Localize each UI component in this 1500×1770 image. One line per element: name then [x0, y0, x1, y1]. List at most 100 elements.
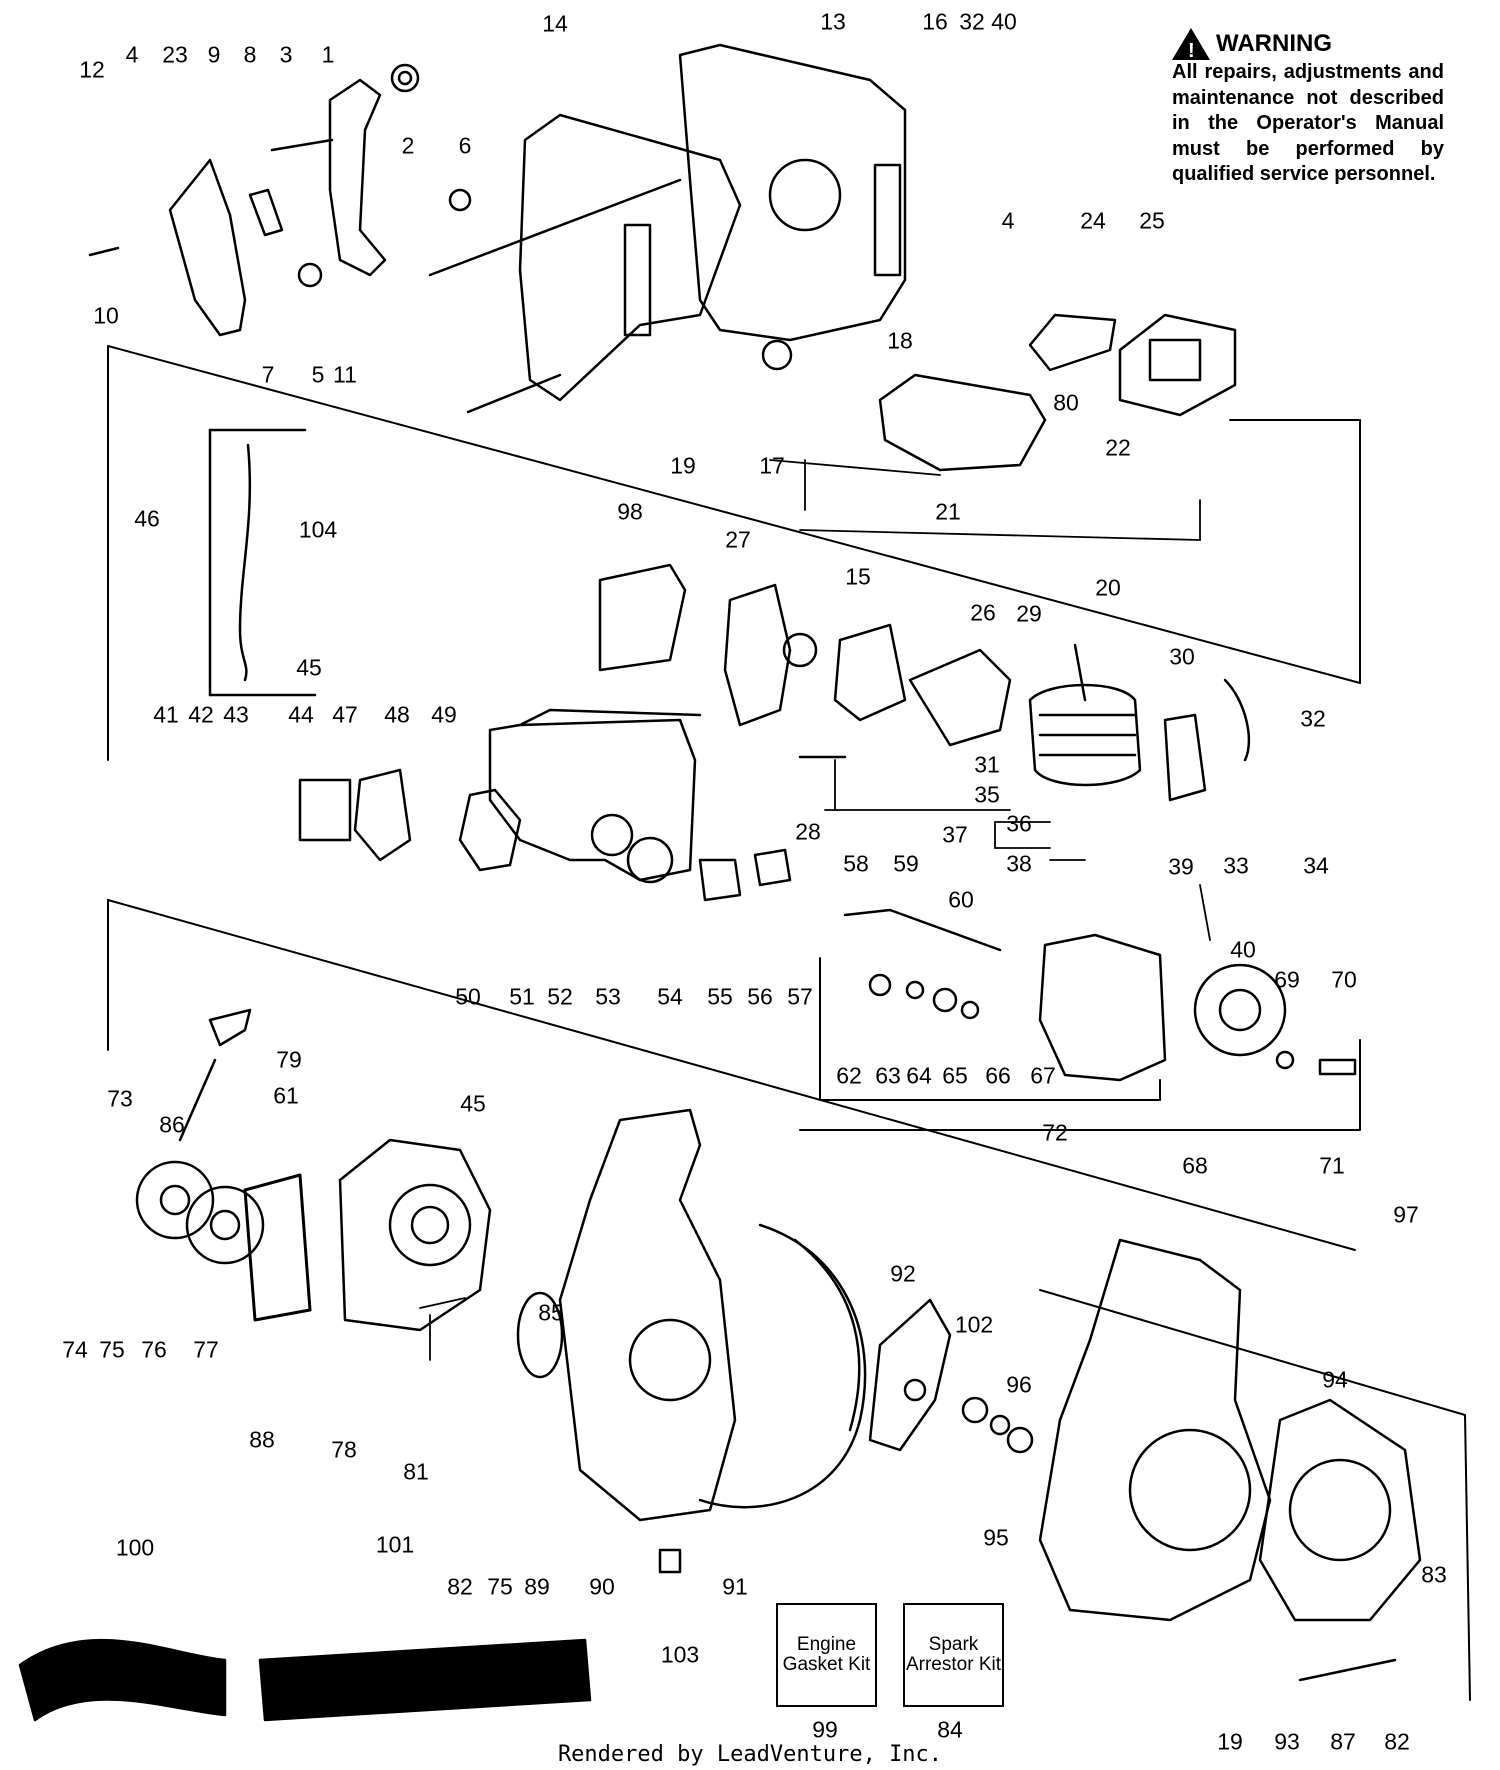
- part-number-callout[interactable]: 9: [207, 41, 221, 68]
- part-number-callout[interactable]: 60: [948, 886, 974, 913]
- part-number-callout[interactable]: 64: [906, 1062, 932, 1089]
- part-number-callout[interactable]: 54: [657, 983, 683, 1010]
- part-number-callout[interactable]: 100: [115, 1534, 155, 1561]
- part-number-callout[interactable]: 19: [1217, 1728, 1243, 1755]
- part-number-callout[interactable]: 71: [1319, 1152, 1345, 1179]
- part-number-callout[interactable]: 17: [759, 452, 785, 479]
- part-number-callout[interactable]: 42: [188, 701, 214, 728]
- part-number-callout[interactable]: 77: [193, 1336, 219, 1363]
- part-number-callout[interactable]: 40: [1230, 936, 1256, 963]
- part-number-callout[interactable]: 61: [273, 1082, 299, 1109]
- part-number-callout[interactable]: 13: [820, 8, 846, 35]
- part-number-callout[interactable]: 47: [332, 701, 358, 728]
- part-number-callout[interactable]: 26: [970, 599, 996, 626]
- part-number-callout[interactable]: 86: [159, 1111, 185, 1138]
- part-number-callout[interactable]: 1: [321, 41, 335, 68]
- part-number-callout[interactable]: 90: [589, 1573, 615, 1600]
- part-number-callout[interactable]: 102: [954, 1311, 994, 1338]
- part-number-callout[interactable]: 81: [403, 1458, 429, 1485]
- part-number-callout[interactable]: 10: [93, 302, 119, 329]
- part-number-callout[interactable]: 62: [836, 1062, 862, 1089]
- part-number-callout[interactable]: 101: [375, 1531, 415, 1558]
- part-number-callout[interactable]: 98: [617, 498, 643, 525]
- part-number-callout[interactable]: 12: [79, 56, 105, 83]
- part-number-callout[interactable]: 48: [384, 701, 410, 728]
- part-number-callout[interactable]: 51: [509, 983, 535, 1010]
- part-number-callout[interactable]: 40: [991, 8, 1017, 35]
- part-number-callout[interactable]: 29: [1016, 600, 1042, 627]
- part-number-callout[interactable]: 87: [1330, 1728, 1356, 1755]
- part-number-callout[interactable]: 44: [288, 701, 314, 728]
- part-number-callout[interactable]: 70: [1331, 966, 1357, 993]
- part-number-callout[interactable]: 65: [942, 1062, 968, 1089]
- part-number-callout[interactable]: 7: [261, 361, 275, 388]
- part-number-callout[interactable]: 67: [1030, 1062, 1056, 1089]
- part-number-callout[interactable]: 92: [890, 1260, 916, 1287]
- part-number-callout[interactable]: 4: [1001, 207, 1015, 234]
- part-number-callout[interactable]: 33: [1223, 852, 1249, 879]
- part-number-callout[interactable]: 45: [296, 654, 322, 681]
- part-number-callout[interactable]: 68: [1182, 1152, 1208, 1179]
- part-number-callout[interactable]: 18: [887, 327, 913, 354]
- part-number-callout[interactable]: 35: [974, 781, 1000, 808]
- part-number-callout[interactable]: 55: [707, 983, 733, 1010]
- part-number-callout[interactable]: 66: [985, 1062, 1011, 1089]
- part-number-callout[interactable]: 16: [922, 8, 948, 35]
- part-number-callout[interactable]: 53: [595, 983, 621, 1010]
- part-number-callout[interactable]: 43: [223, 701, 249, 728]
- spark-arrestor-kit-box[interactable]: Spark Arrestor Kit: [903, 1603, 1004, 1707]
- part-number-callout[interactable]: 82: [1384, 1728, 1410, 1755]
- part-number-callout[interactable]: 79: [276, 1046, 302, 1073]
- part-number-callout[interactable]: 19: [670, 452, 696, 479]
- part-number-callout[interactable]: 31: [974, 751, 1000, 778]
- part-number-callout[interactable]: 93: [1274, 1728, 1300, 1755]
- part-number-callout[interactable]: 80: [1053, 389, 1079, 416]
- part-number-callout[interactable]: 76: [141, 1336, 167, 1363]
- part-number-callout[interactable]: 63: [875, 1062, 901, 1089]
- part-number-callout[interactable]: 73: [107, 1085, 133, 1112]
- part-number-callout[interactable]: 75: [487, 1573, 513, 1600]
- part-number-callout[interactable]: 38: [1006, 850, 1032, 877]
- part-number-callout[interactable]: 104: [298, 516, 338, 543]
- part-number-callout[interactable]: 23: [162, 41, 188, 68]
- part-number-callout[interactable]: 45: [460, 1090, 486, 1117]
- part-number-callout[interactable]: 32: [1300, 705, 1326, 732]
- part-number-callout[interactable]: 28: [795, 818, 821, 845]
- part-number-callout[interactable]: 21: [935, 498, 961, 525]
- part-number-callout[interactable]: 57: [787, 983, 813, 1010]
- part-number-callout[interactable]: 8: [243, 41, 257, 68]
- engine-gasket-kit-box[interactable]: Engine Gasket Kit: [776, 1603, 877, 1707]
- part-number-callout[interactable]: 52: [547, 983, 573, 1010]
- part-number-callout[interactable]: 49: [431, 701, 457, 728]
- part-number-callout[interactable]: 59: [893, 850, 919, 877]
- part-number-callout[interactable]: 30: [1169, 643, 1195, 670]
- part-number-callout[interactable]: 32: [959, 8, 985, 35]
- part-number-callout[interactable]: 103: [660, 1641, 700, 1668]
- part-number-callout[interactable]: 2: [401, 132, 415, 159]
- part-number-callout[interactable]: 4: [125, 41, 139, 68]
- part-number-callout[interactable]: 50: [455, 983, 481, 1010]
- part-number-callout[interactable]: 15: [845, 563, 871, 590]
- part-number-callout[interactable]: 6: [458, 132, 472, 159]
- part-number-callout[interactable]: 41: [153, 701, 179, 728]
- part-number-callout[interactable]: 20: [1095, 574, 1121, 601]
- part-number-callout[interactable]: 89: [524, 1573, 550, 1600]
- part-number-callout[interactable]: 72: [1042, 1119, 1068, 1146]
- part-number-callout[interactable]: 3: [279, 41, 293, 68]
- part-number-callout[interactable]: 75: [99, 1336, 125, 1363]
- part-number-callout[interactable]: 95: [983, 1524, 1009, 1551]
- part-number-callout[interactable]: 22: [1105, 434, 1131, 461]
- part-number-callout[interactable]: 91: [722, 1573, 748, 1600]
- part-number-callout[interactable]: 27: [725, 526, 751, 553]
- part-number-callout[interactable]: 74: [62, 1336, 88, 1363]
- part-number-callout[interactable]: 83: [1421, 1561, 1447, 1588]
- part-number-callout[interactable]: 24: [1080, 207, 1106, 234]
- part-number-callout[interactable]: 5: [311, 361, 325, 388]
- part-number-callout[interactable]: 82: [447, 1573, 473, 1600]
- part-number-callout[interactable]: 14: [542, 10, 568, 37]
- part-number-callout[interactable]: 78: [331, 1436, 357, 1463]
- part-number-callout[interactable]: 97: [1393, 1201, 1419, 1228]
- part-number-callout[interactable]: 11: [333, 361, 357, 388]
- part-number-callout[interactable]: 36: [1006, 810, 1032, 837]
- part-number-callout[interactable]: 88: [249, 1426, 275, 1453]
